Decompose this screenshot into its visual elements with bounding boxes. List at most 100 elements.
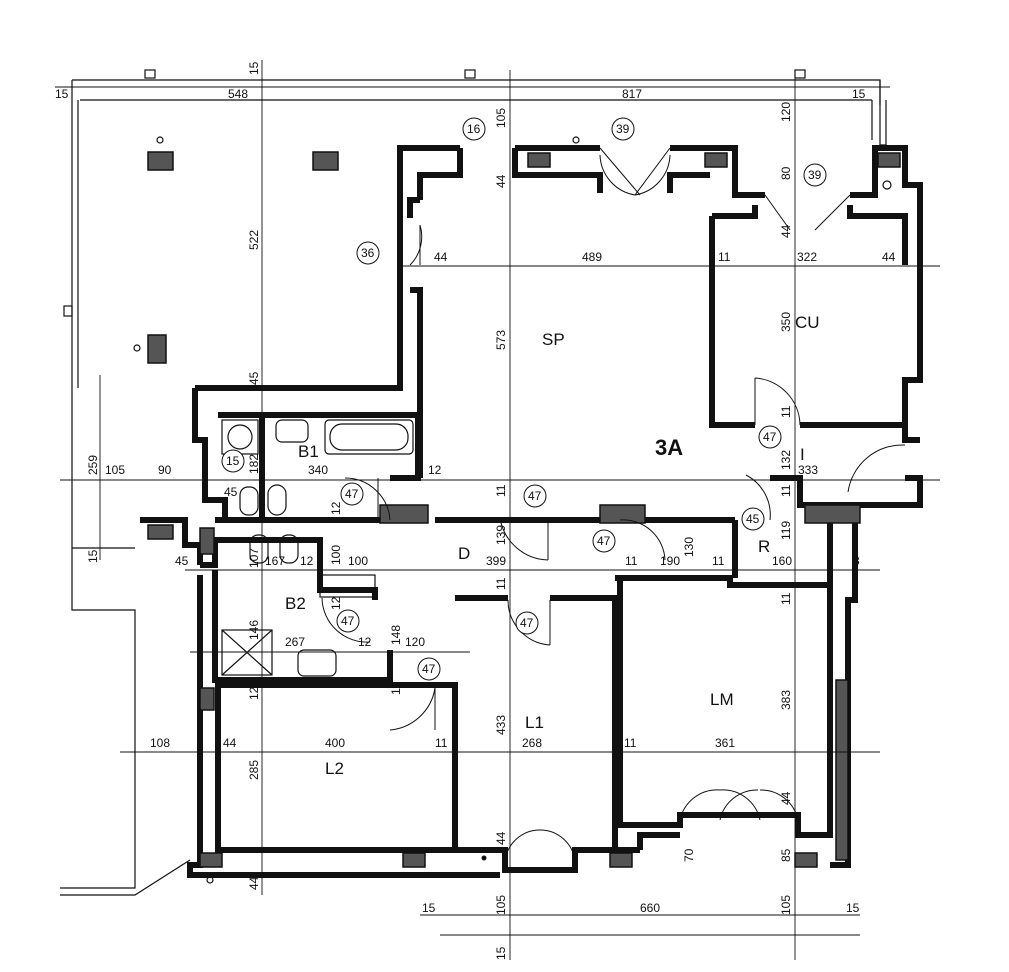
room-label-i: I — [800, 445, 805, 464]
dim-label: 146 — [247, 620, 261, 640]
callout-tags: 16 39 39 36 15 45 47 47 47 45 47 47 47 4… — [221, 117, 827, 681]
dim-label: 11 — [625, 554, 638, 568]
room-label-sp: SP — [542, 330, 565, 349]
dim-label: 383 — [779, 690, 793, 710]
callout-tag: 39 — [808, 168, 822, 182]
dim-label: 660 — [640, 901, 660, 915]
callout-tag: 47 — [528, 489, 542, 503]
unit-id: 3A — [655, 435, 683, 460]
room-labels: 3A SP CU B1 B2 D R I LM L1 L2 — [285, 313, 820, 778]
dim-label: 120 — [405, 635, 425, 649]
room-label-l1: L1 — [525, 713, 544, 732]
dim-label: 167 — [265, 554, 285, 568]
dim-label: 45 — [247, 371, 261, 385]
dim-label: 160 — [772, 554, 792, 568]
dim-label: 11 — [712, 554, 725, 568]
dim-label: 148 — [389, 625, 403, 645]
dim-label: 12 — [329, 501, 343, 515]
dim-label: 268 — [522, 736, 542, 750]
dim-label: 44 — [779, 791, 793, 805]
room-label-b1: B1 — [298, 442, 319, 461]
dim-label: 340 — [308, 463, 328, 477]
dim-label: 45 — [175, 554, 189, 568]
dim-label: 15 — [846, 901, 860, 915]
dim-label: 70 — [682, 848, 696, 862]
dimension-labels: 15 548 817 15 15 105 120 80 44 44 522 44… — [55, 61, 896, 960]
dim-label: 105 — [779, 895, 793, 915]
dim-label: 11 — [624, 736, 637, 750]
dim-label: 44 — [882, 250, 896, 264]
dim-label: 15 — [55, 87, 69, 101]
callout-tag: 47 — [422, 662, 436, 676]
dim-label: 817 — [622, 87, 642, 101]
dim-label: 15 — [86, 549, 100, 563]
dim-label: 11 — [779, 484, 793, 497]
dim-label: 182 — [247, 454, 261, 474]
dim-label: 107 — [247, 548, 261, 568]
dim-label: 100 — [348, 554, 368, 568]
symbols — [133, 136, 892, 884]
dim-label: 400 — [325, 736, 345, 750]
dim-label: 11 — [718, 250, 731, 264]
dim-label: 190 — [660, 554, 680, 568]
dim-label: 130 — [682, 537, 696, 557]
dim-label: 105 — [105, 463, 125, 477]
room-label-b2: B2 — [285, 594, 306, 613]
callout-tag: 47 — [763, 430, 777, 444]
dim-label: 12 — [428, 463, 442, 477]
dim-label: 267 — [285, 635, 305, 649]
dim-label: 15 — [852, 87, 866, 101]
callout-tag: 39 — [616, 122, 630, 136]
dim-label: 522 — [247, 230, 261, 250]
dim-label: 120 — [779, 102, 793, 122]
dim-label: 44 — [247, 876, 261, 890]
dim-label: 11 — [435, 736, 448, 750]
dim-label: 85 — [779, 848, 793, 862]
terrace-outline — [60, 69, 887, 896]
dim-label: 105 — [494, 108, 508, 128]
dim-label: 139 — [494, 525, 508, 545]
room-label-lm: LM — [710, 690, 734, 709]
dim-label: 119 — [779, 521, 793, 540]
dim-label: 108 — [150, 736, 170, 750]
callout-tag: 47 — [597, 534, 611, 548]
dim-label: 44 — [434, 250, 448, 264]
callout-tag: 47 — [345, 487, 359, 501]
dim-label: 11 — [494, 484, 508, 497]
callout-tag: 45 — [746, 512, 760, 526]
walls — [140, 145, 923, 878]
dim-label: 322 — [797, 250, 817, 264]
dim-label: 100 — [329, 545, 343, 565]
dimension-lines — [55, 60, 940, 960]
callout-tag: 47 — [520, 616, 534, 630]
dim-label: 132 — [779, 450, 793, 470]
dim-label: 361 — [715, 736, 735, 750]
dim-label: 285 — [247, 760, 261, 780]
dim-label: 3 — [853, 554, 860, 568]
dim-label: 12 — [247, 686, 261, 700]
doors — [321, 147, 906, 863]
room-label-l2: L2 — [325, 759, 344, 778]
dim-label: 44 — [223, 736, 237, 750]
dim-label: 105 — [494, 895, 508, 915]
dim-label: 12 — [358, 635, 372, 649]
room-label-cu: CU — [795, 313, 820, 332]
dim-label: 80 — [779, 166, 793, 180]
dim-label: 399 — [486, 554, 506, 568]
room-label-d: D — [458, 544, 470, 563]
dim-label: 15 — [422, 901, 436, 915]
dim-label: 11 — [389, 682, 403, 695]
dim-label: 350 — [779, 312, 793, 332]
dim-label: 333 — [798, 463, 818, 477]
dim-label: 15 — [494, 946, 508, 960]
dim-label: 259 — [86, 455, 100, 475]
callout-tag: 45 — [224, 485, 238, 499]
dim-label: 12 — [329, 596, 343, 610]
callout-tag: 16 — [467, 122, 481, 136]
room-label-r: R — [758, 537, 770, 556]
callout-tag: 47 — [341, 614, 355, 628]
fixtures — [221, 419, 414, 677]
wall-infill — [147, 151, 901, 868]
callout-tag: 36 — [361, 246, 375, 260]
